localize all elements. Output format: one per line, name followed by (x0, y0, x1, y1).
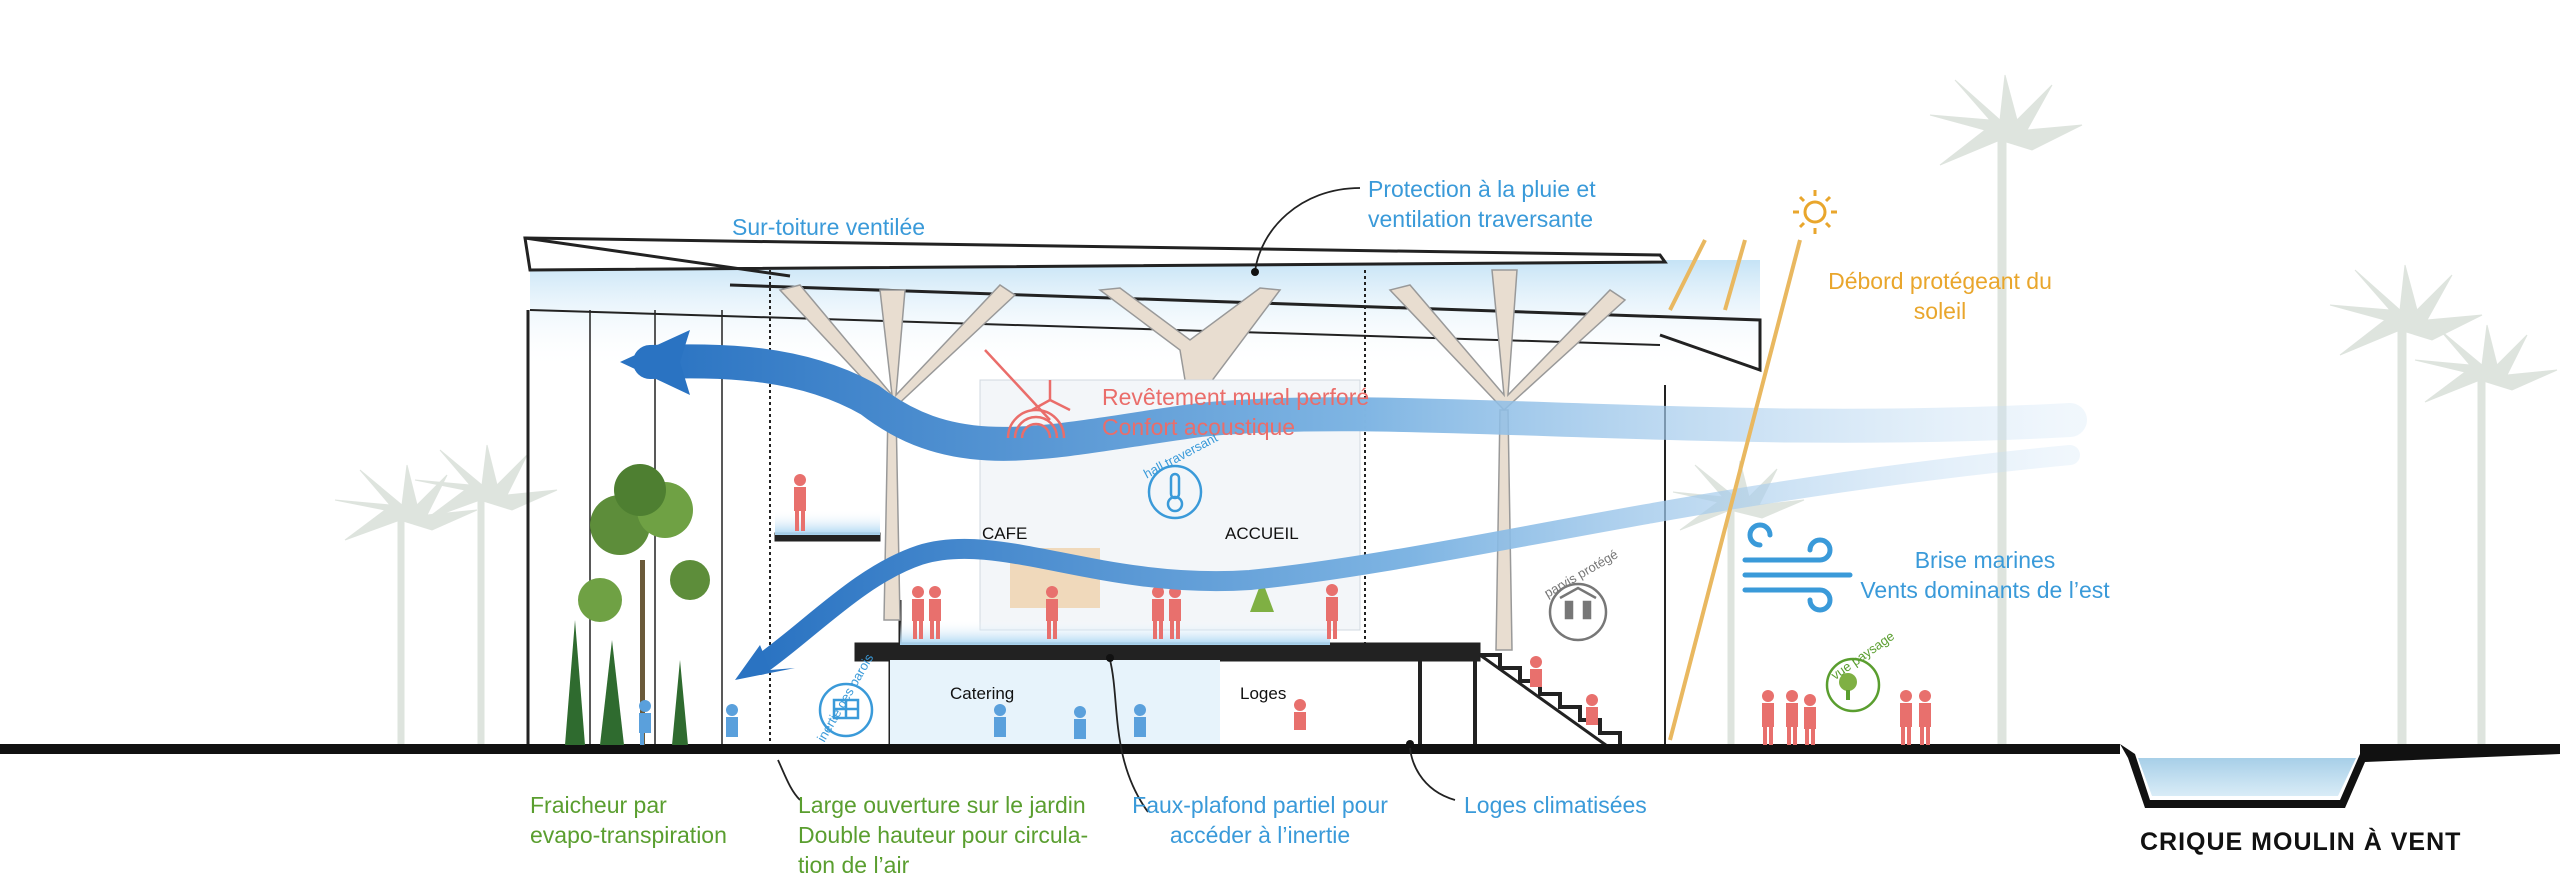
label-sur-toiture: Sur-toiture ventilée (732, 214, 926, 240)
sun-icon (1793, 190, 1837, 234)
label-fauxplafond-line2: accéder à l’inertie (1169, 822, 1351, 848)
leader-lines (777, 187, 1456, 813)
airflow-arrows (633, 344, 2087, 675)
label-protection-line1: Protection à la pluie et (1368, 176, 1596, 202)
mezzanine-glow (775, 510, 880, 535)
label-brise-line1: Brise marines (1914, 547, 2056, 573)
ground-line (0, 744, 2560, 808)
thermometer-icon (1147, 464, 1203, 520)
airflow-arrowhead-lower (735, 645, 795, 680)
acoustic-icon (984, 349, 1071, 439)
building-structure (523, 236, 1762, 750)
label-fraicheur-line2: evapo-transpiration (530, 822, 727, 848)
leader-dot-protection (1251, 268, 1259, 276)
label-revetement-line2: Confort acoustique (1102, 414, 1296, 440)
catering-zone (890, 660, 1220, 745)
label-ouverture-line3: tion de l’air (798, 852, 910, 878)
label-brise-line2: Vents dominants de l’est (1860, 577, 2110, 603)
label-debord-line2: soleil (1913, 298, 1967, 324)
label-fraicheur-line1: Fraicheur par (530, 792, 667, 818)
label-protection-line2: ventilation traversante (1368, 206, 1594, 232)
label-ouverture-line2: Double hauteur pour circula- (798, 822, 1089, 848)
tree-eye-icon (1825, 657, 1881, 713)
label-revetement-line1: Revêtement mural perforé (1102, 384, 1370, 410)
label-loges-climatisees: Loges climatisées (1464, 792, 1647, 818)
leader-dot-fauxplafond (1106, 654, 1114, 662)
airflow-arrowhead-upper (620, 330, 690, 395)
garden-plants (565, 464, 1274, 745)
room-cafe: CAFE (982, 524, 1028, 543)
people-icon (1548, 582, 1608, 642)
people-figures (794, 474, 1931, 745)
room-catering: Catering (950, 684, 1015, 703)
people-blue (639, 700, 1146, 745)
background-palms (334, 74, 2558, 751)
room-accueil: ACCUEIL (1225, 524, 1299, 543)
floor-glow (900, 620, 1330, 645)
leader-dot-loges (1406, 740, 1414, 748)
caption-crique: CRIQUE MOULIN À VENT (2140, 828, 2462, 856)
wind-icon (1742, 522, 1853, 613)
label-fauxplafond-line1: Faux-plafond partiel pour (1132, 792, 1388, 818)
room-loges: Loges (1240, 684, 1287, 703)
sun-rays (1668, 239, 1802, 741)
building-icon (818, 682, 874, 738)
label-ouverture-line1: Large ouverture sur le jardin (798, 792, 1086, 818)
label-debord-line1: Débord protégeant du (1828, 268, 2052, 294)
creek-water (2138, 758, 2356, 796)
